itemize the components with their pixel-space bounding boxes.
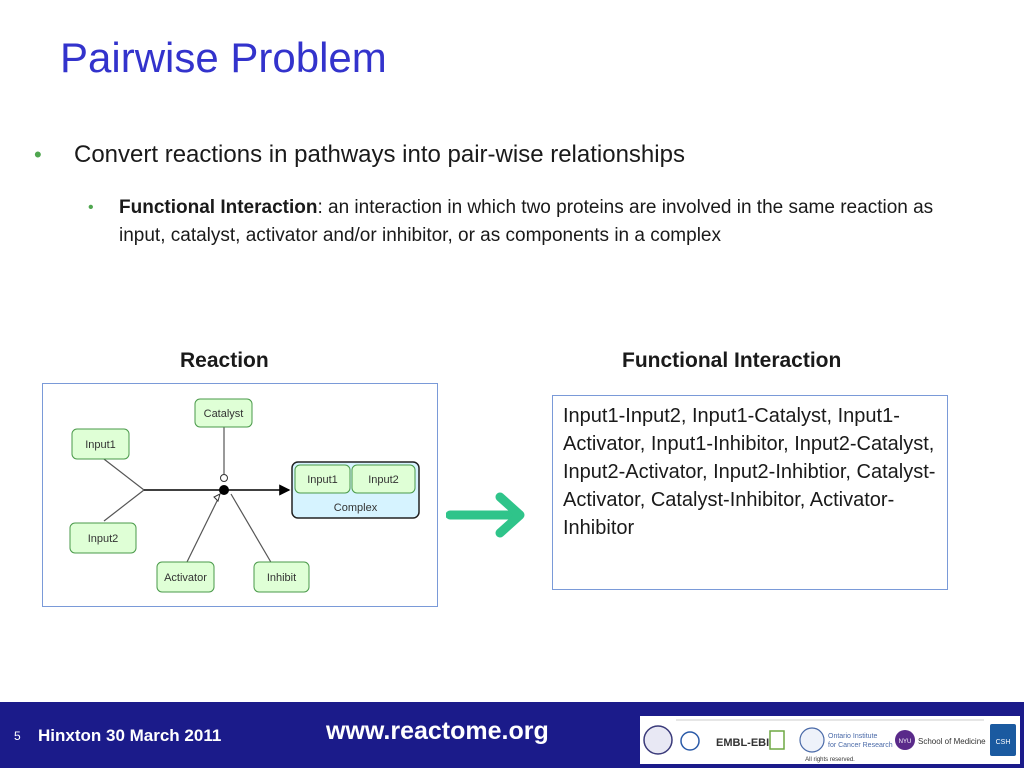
csh-logo-text: CSH (996, 739, 1011, 746)
catalyst-marker (220, 474, 228, 482)
nyu-school-text: School of Medicine (918, 737, 986, 746)
bullet-dot-icon: • (34, 142, 42, 167)
embl-ebi-logo-text: EMBL-EBI (716, 737, 769, 749)
svg-text:Activator: Activator (164, 572, 207, 584)
functional-interaction-list: Input1-Input2, Input1-Catalyst, Input1-A… (552, 395, 948, 590)
bullet-sub-body: Functional Interaction: an interaction i… (119, 194, 958, 250)
svg-text:Input1: Input1 (307, 474, 338, 486)
edge-inhibit (230, 493, 273, 565)
conversion-arrow (445, 490, 538, 545)
bullet-sub-term: Functional Interaction (119, 197, 318, 218)
svg-text:Input2: Input2 (368, 474, 399, 486)
embl-icon (769, 730, 785, 750)
svg-text:Complex: Complex (334, 502, 378, 514)
reaction-diagram-svg: Catalyst Input1 Input2 Activator Inhibit… (69, 398, 420, 593)
svg-text:Input1: Input1 (85, 439, 116, 451)
nyu-icon (895, 730, 915, 750)
reaction-heading: Reaction (180, 349, 269, 372)
node-input2: Input2 (69, 522, 137, 554)
edge-activator (185, 498, 219, 565)
bullet-main-text: Convert reactions in pathways into pair-… (74, 141, 685, 168)
edge-input1 (99, 455, 145, 491)
footer-event: Hinxton 30 March 2011 (38, 726, 222, 745)
oicr-line1: Ontario Institute (828, 733, 878, 740)
footer-bar: 5 Hinxton 30 March 2011 www.reactome.org… (0, 702, 1024, 768)
footer-url-link[interactable]: www.reactome.org (326, 717, 549, 745)
bullet-main: • Convert reactions in pathways into pai… (34, 141, 685, 169)
activator-marker (213, 493, 221, 502)
rights-text: All rights reserved. (805, 757, 855, 763)
oicr-line2: for Cancer Research (828, 742, 893, 749)
csh-logo-icon (990, 724, 1016, 756)
node-activator: Activator (156, 561, 215, 593)
svg-text:Inhibit: Inhibit (267, 572, 296, 584)
sponsor-logos-svg: EMBL-EBI Ontario Institute for Cancer Re… (643, 719, 1016, 763)
reaction-point (219, 485, 229, 495)
ebi-e-icon (680, 731, 700, 751)
oicr-globe-icon (799, 727, 825, 753)
slide-number: 5 (14, 729, 21, 743)
edge-input2 (103, 489, 145, 522)
sponsor-logos: EMBL-EBI Ontario Institute for Cancer Re… (640, 716, 1020, 764)
slide-title: Pairwise Problem (60, 34, 387, 81)
bullet-sub-text: : an interaction in which two proteins a… (119, 197, 934, 246)
node-inhibit: Inhibit (253, 561, 310, 593)
arrow-right-icon (445, 492, 525, 538)
functional-interaction-heading: Functional Interaction (622, 349, 842, 372)
node-catalyst: Catalyst (194, 398, 253, 428)
bullet-sub: • Functional Interaction: an interaction… (88, 194, 958, 250)
nih-seal-icon (643, 725, 673, 755)
nyu-logo-text: NYU (899, 739, 912, 745)
node-input1: Input1 (71, 428, 130, 460)
bullet-dot-icon: • (88, 199, 94, 216)
svg-text:Catalyst: Catalyst (204, 408, 244, 420)
node-complex: Input1 Input2 Complex (291, 461, 420, 519)
svg-text:Input2: Input2 (88, 533, 119, 545)
reaction-diagram: Catalyst Input1 Input2 Activator Inhibit… (42, 383, 438, 607)
